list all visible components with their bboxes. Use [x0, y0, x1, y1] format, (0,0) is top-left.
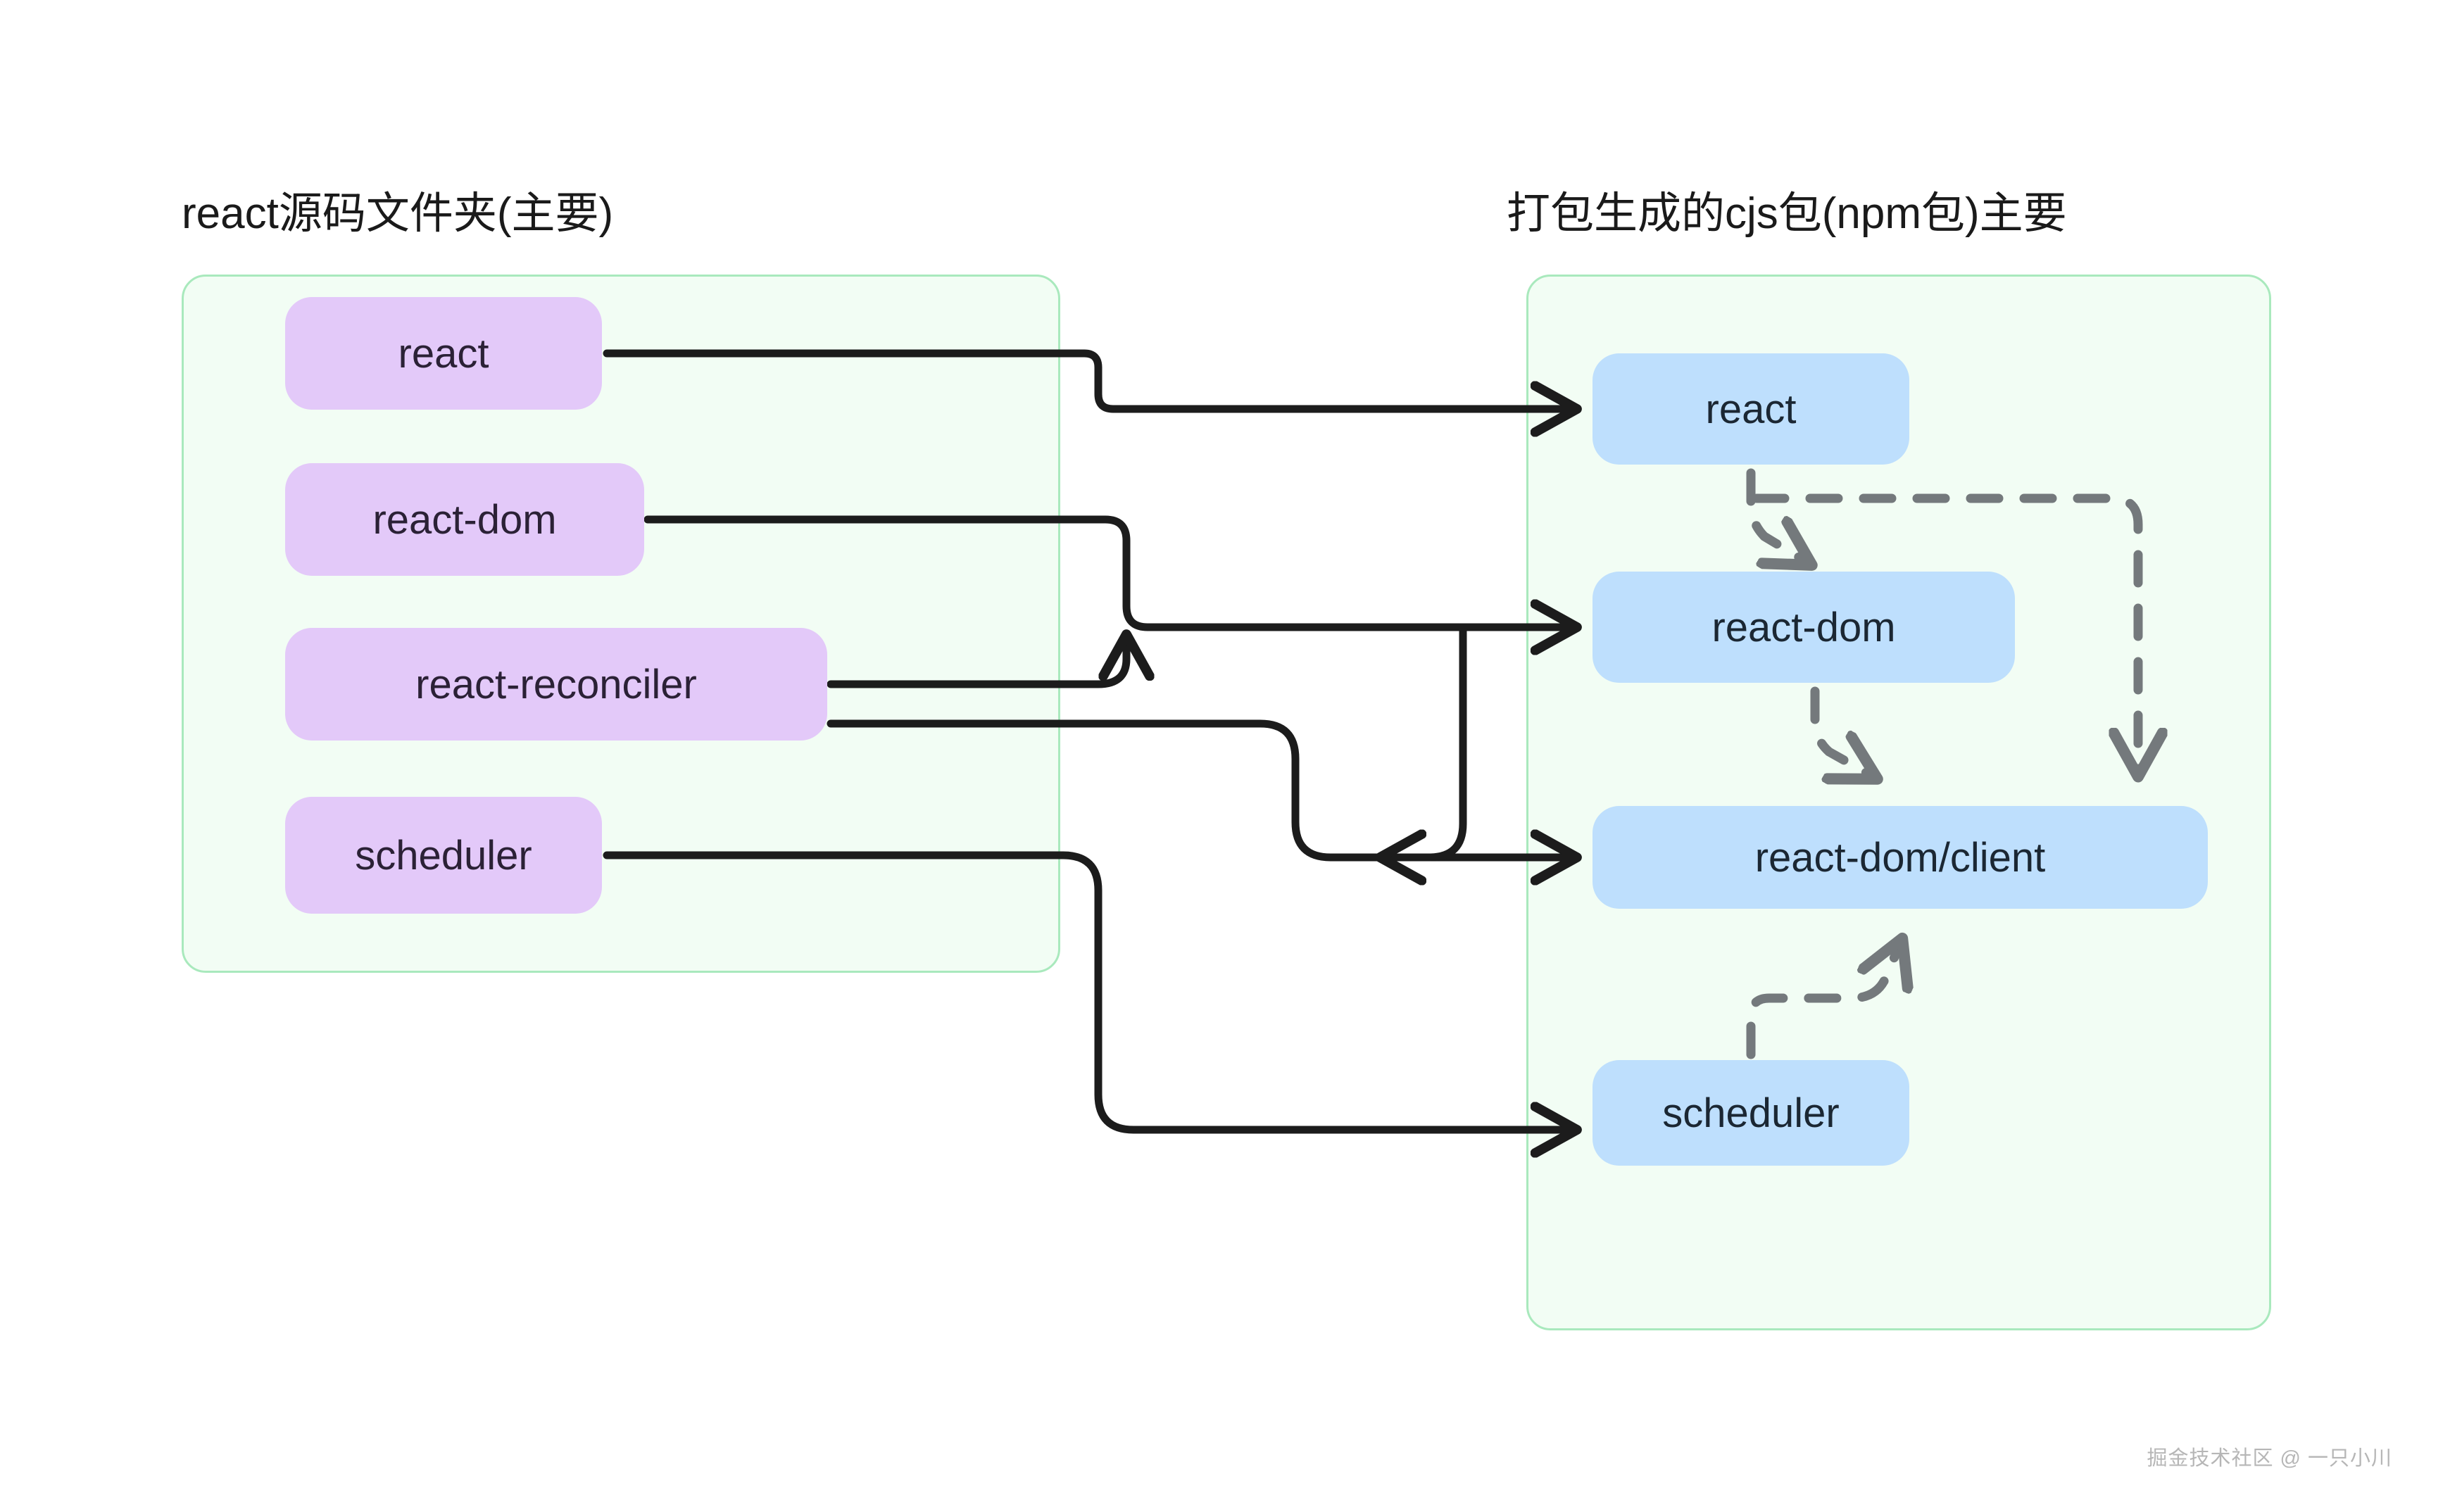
node-source-scheduler[interactable]: scheduler — [285, 797, 602, 914]
node-label: react-dom — [1711, 604, 1896, 650]
node-label: scheduler — [1662, 1090, 1840, 1136]
node-label: react-dom — [372, 496, 557, 543]
edge-rail-drop-to-pkg-client — [1383, 623, 1467, 857]
node-source-react-reconciler[interactable]: react-reconciler — [285, 628, 827, 741]
node-package-react-dom[interactable]: react-dom — [1592, 572, 2015, 683]
group-title-source: react源码文件夹(主要) — [182, 189, 614, 238]
watermark: 掘金技术社区 @ 一只小川 — [2147, 1447, 2392, 1470]
node-package-react-dom-client[interactable]: react-dom/client — [1592, 806, 2208, 909]
node-package-scheduler[interactable]: scheduler — [1592, 1060, 1909, 1166]
group-title-package: 打包生成的cjs包(npm包)主要 — [1507, 189, 2067, 238]
node-label: react-reconciler — [415, 661, 697, 707]
node-label: react — [398, 330, 489, 377]
node-label: scheduler — [355, 832, 532, 878]
node-source-react[interactable]: react — [285, 297, 602, 410]
node-label: react-dom/client — [1754, 834, 2046, 881]
node-package-react[interactable]: react — [1592, 353, 1909, 465]
node-source-react-dom[interactable]: react-dom — [285, 463, 644, 576]
node-label: react — [1705, 386, 1797, 432]
